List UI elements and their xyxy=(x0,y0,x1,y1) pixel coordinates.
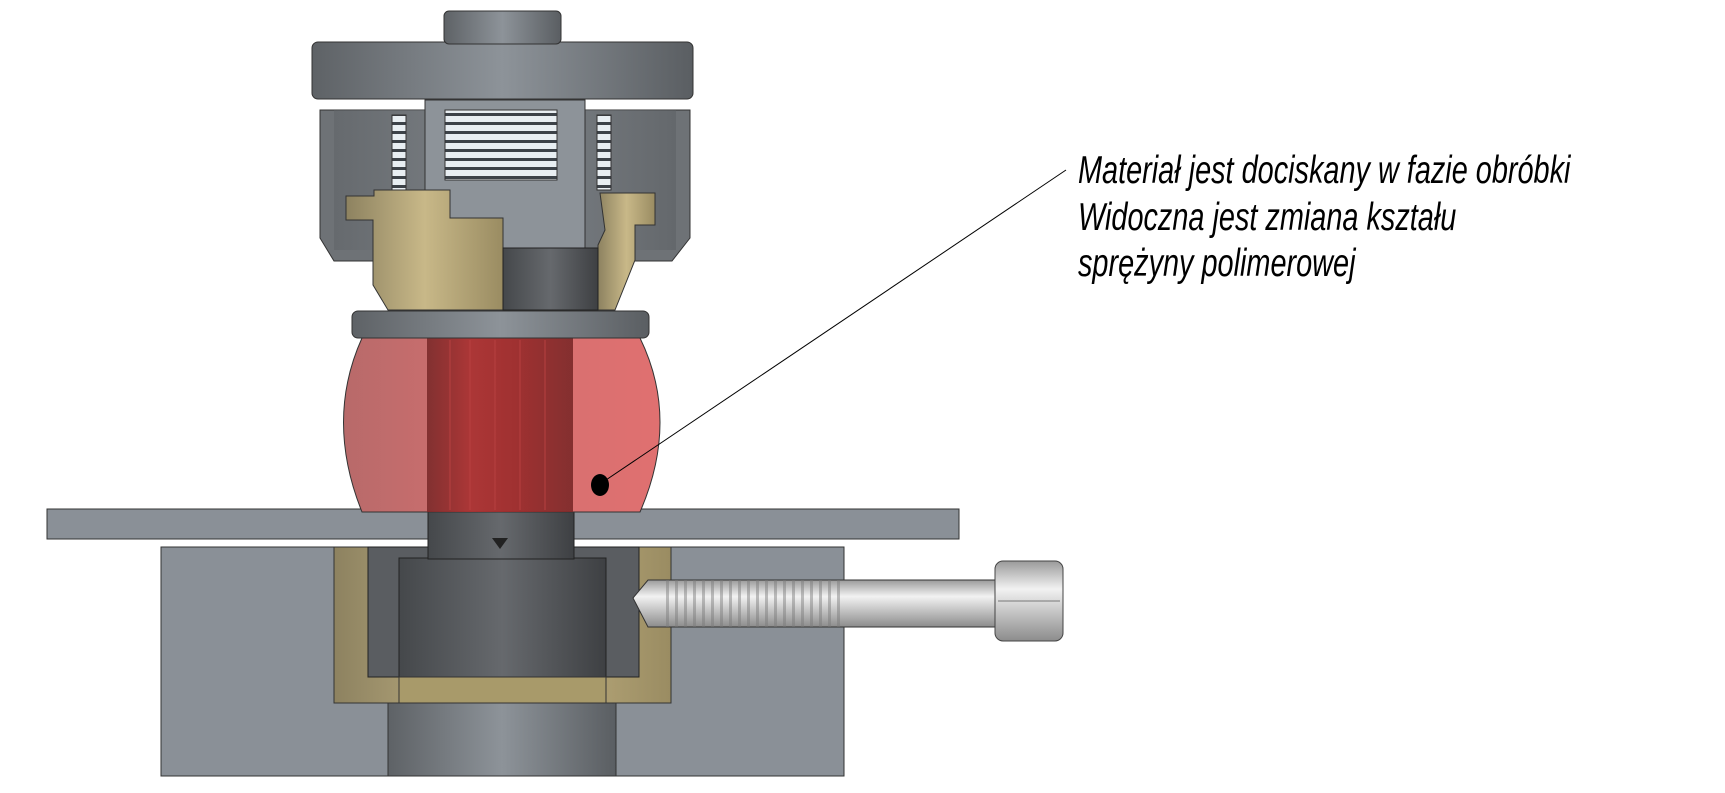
leader-line xyxy=(599,169,1067,485)
punch-tip xyxy=(427,508,575,560)
clamping-screw xyxy=(632,560,1064,642)
annotation-note: Materiał jest dociskany w fazie obróbki … xyxy=(1078,148,1725,288)
brass-collet-right xyxy=(597,192,656,311)
annotation-line-3: sprężyny polimerowej xyxy=(1078,242,1356,285)
top-disk xyxy=(311,41,694,100)
annotation-line-2: Widoczna jest zmiana kształu xyxy=(1078,195,1457,239)
bottom-shaft xyxy=(387,702,617,777)
annotation-line-1: Materiał jest dociskany w fazie obróbki xyxy=(1078,149,1571,192)
leader-dot xyxy=(591,474,609,496)
top-stem xyxy=(443,10,562,45)
pressure-washer xyxy=(351,310,650,339)
brass-ring xyxy=(398,676,607,704)
inner-sleeve xyxy=(502,247,599,311)
polymer-spring-core xyxy=(427,338,573,512)
